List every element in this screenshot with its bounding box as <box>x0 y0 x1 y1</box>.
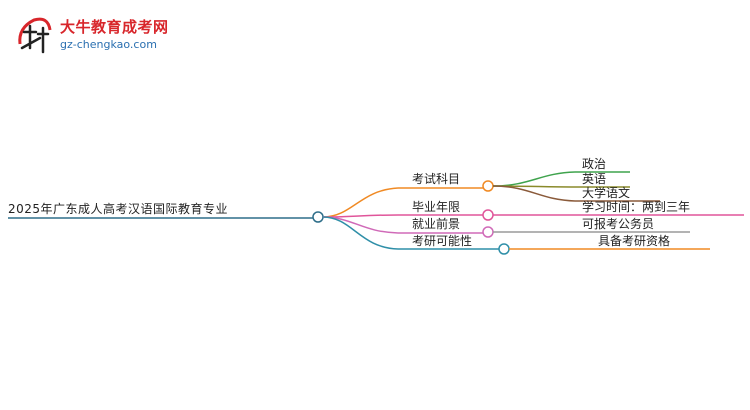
branch-node-postgrad <box>498 243 510 255</box>
branch-label-grad: 毕业年限 <box>412 200 461 214</box>
leaf-label-chinese: 大学语文 <box>582 186 631 200</box>
leaf-label-civil: 可报考公务员 <box>582 217 655 231</box>
leaf-label-english: 英语 <box>582 172 607 186</box>
root-node <box>312 211 324 223</box>
branch-label-postgrad: 考研可能性 <box>412 234 473 248</box>
leaf-label-postgrad-qual: 具备考研资格 <box>598 234 671 248</box>
root-topic: 2025年广东成人高考汉语国际教育专业 <box>8 202 229 216</box>
logo-name: 大牛教育成考网 <box>60 18 169 36</box>
branch-connector-exam <box>322 187 399 218</box>
logo-mark-icon <box>18 17 52 54</box>
leaf-connector-politics <box>492 171 576 187</box>
logo-url: gz-chengkao.com <box>60 38 157 51</box>
leaf-label-politics: 政治 <box>582 157 607 171</box>
branch-node-career <box>482 226 494 238</box>
branch-connector-postgrad <box>322 216 399 250</box>
branch-node-exam <box>482 180 494 192</box>
site-logo: 大牛教育成考网 gz-chengkao.com <box>14 14 194 58</box>
leaf-connector-chinese <box>492 185 576 202</box>
branch-node-grad <box>482 209 494 221</box>
leaf-label-duration: 学习时间：两到三年 <box>582 200 691 214</box>
branch-label-career: 就业前景 <box>412 217 461 231</box>
branch-label-exam: 考试科目 <box>412 172 461 186</box>
